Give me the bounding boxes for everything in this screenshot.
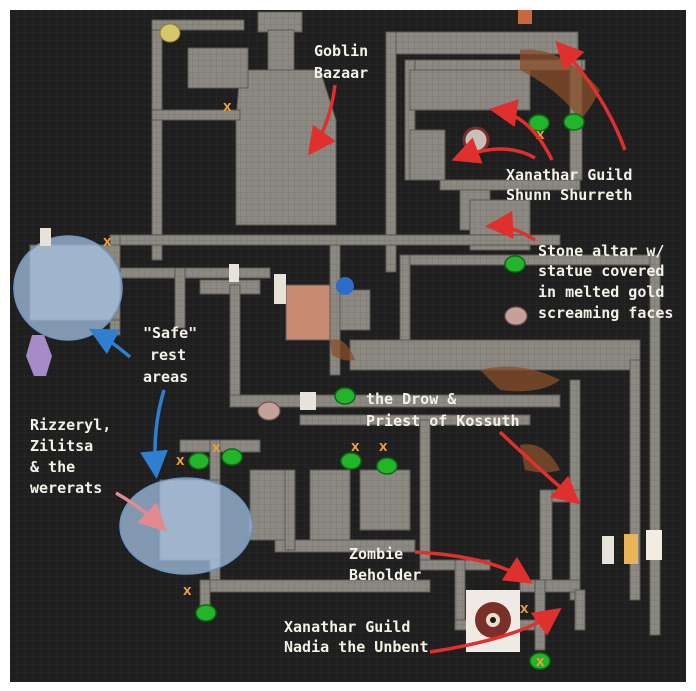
token-figure-icon bbox=[646, 530, 662, 560]
label-xanathar-shunn: Xanathar Guild Shunn Shurreth bbox=[506, 166, 641, 204]
token-figure-icon bbox=[274, 274, 286, 304]
svg-text:X: X bbox=[223, 101, 232, 114]
svg-text:X: X bbox=[176, 455, 185, 468]
safe-area-bottom bbox=[119, 477, 253, 575]
token-figure-icon bbox=[624, 534, 638, 564]
pink-markers bbox=[159, 23, 528, 421]
token-figure-icon bbox=[602, 536, 614, 564]
svg-text:X: X bbox=[536, 129, 545, 142]
token-figure-icon bbox=[229, 264, 239, 282]
safe-area-top bbox=[13, 235, 123, 341]
annotation-arrows-red bbox=[307, 40, 627, 654]
label-stone-altar: Stone altar w/ statue covered in melted … bbox=[538, 242, 673, 322]
purple-crystal-icon bbox=[26, 335, 52, 376]
annotation-arrow-pink bbox=[115, 491, 168, 532]
svg-text:X: X bbox=[351, 441, 360, 454]
x-markers: X X X X X X X X X X bbox=[103, 101, 545, 669]
token-figure-icon bbox=[518, 10, 532, 24]
svg-text:X: X bbox=[183, 585, 192, 598]
label-zombie-beholder: Zombie Beholder bbox=[349, 545, 421, 584]
label-xanathar-nadia: Xanathar Guild Nadia the Unbent bbox=[284, 618, 429, 656]
cave-rubble bbox=[330, 49, 600, 473]
portrait-shunn-icon bbox=[462, 126, 490, 154]
token-figure-icon bbox=[40, 228, 51, 246]
tokens bbox=[26, 10, 662, 652]
annotation-arrows-blue bbox=[88, 328, 168, 479]
svg-text:X: X bbox=[103, 236, 112, 249]
svg-text:X: X bbox=[212, 442, 221, 455]
label-goblin-bazaar: Goblin Bazaar bbox=[314, 42, 377, 82]
label-safe-rest-areas: "Safe" rest areas bbox=[143, 324, 206, 386]
svg-text:X: X bbox=[536, 656, 545, 669]
svg-text:X: X bbox=[520, 603, 529, 616]
label-rizzeryl: Rizzeryl, Zilitsa & the wererats bbox=[30, 416, 120, 497]
token-figure-icon bbox=[300, 392, 316, 410]
svg-text:X: X bbox=[379, 441, 388, 454]
blue-creature-icon bbox=[336, 277, 354, 295]
label-drow-priest: the Drow & Priest of Kossuth bbox=[366, 390, 520, 430]
green-markers bbox=[188, 113, 585, 670]
